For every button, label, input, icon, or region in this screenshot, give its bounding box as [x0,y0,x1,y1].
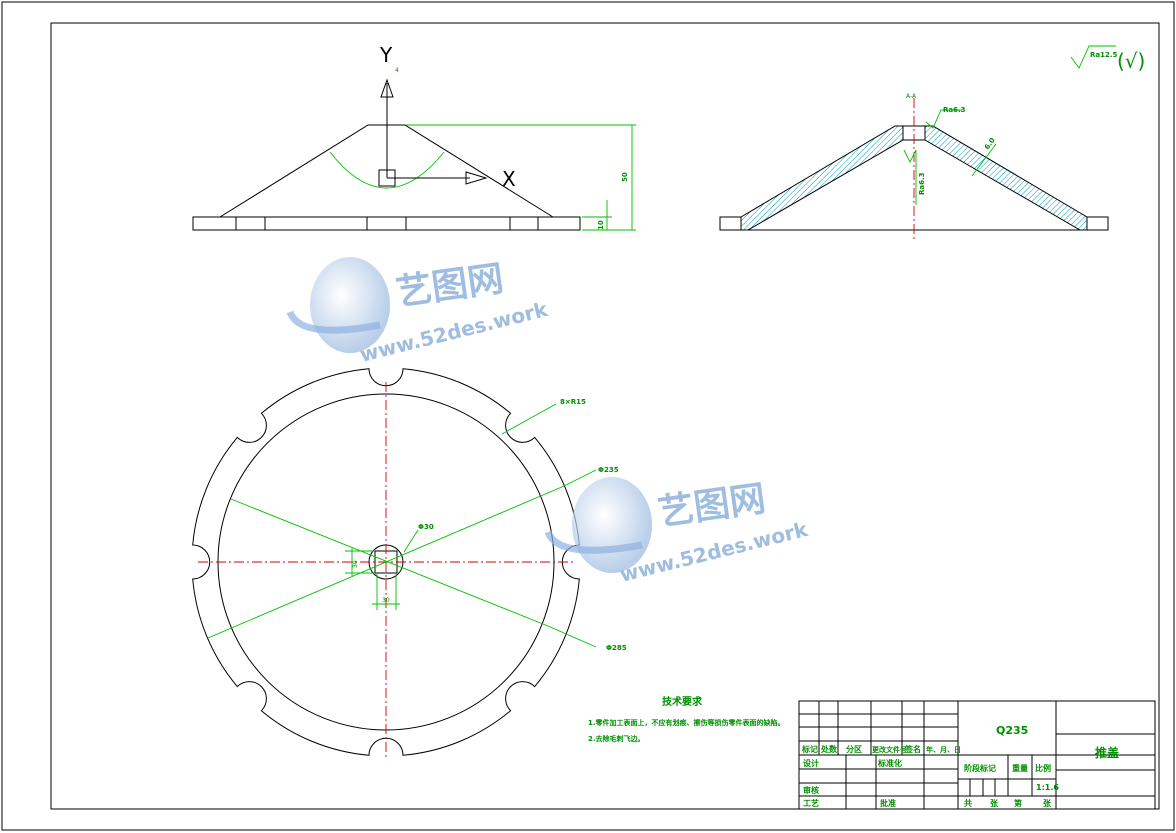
tb-signature: 签名 [904,744,921,754]
tb-weight: 重量 [1012,763,1028,773]
front-view: Y 4 X 50 10 [192,43,636,231]
section-label: A-A [906,93,917,100]
wall-thickness: 6.0 [983,136,997,151]
watermark-brand-1: 艺图网 [394,258,507,314]
tb-scale-label: 比例 [1035,763,1051,773]
left-hatched-wall [740,125,904,231]
tb-page-unit: 张 [1043,799,1052,808]
tech-req-item-2: 2.去除毛刺飞边。 [588,734,645,743]
tb-standardize: 标准化 [877,758,902,768]
tech-req-item-1: 1.零件加工表面上，不应有划痕、擦伤等损伤零件表面的缺陷。 [588,718,785,727]
notch-label: 8×R15 [560,398,586,406]
right-hatched-wall [924,125,1088,231]
technical-requirements: 技术要求 1.零件加工表面上，不应有划痕、擦伤等损伤零件表面的缺陷。 2.去除毛… [588,695,785,743]
watermark-1: 艺图网 www.52des.work [286,257,551,367]
tb-page: 第 [1014,798,1022,808]
tb-part-name: 推盖 [1095,745,1119,760]
axis-y-label: Y [379,43,393,67]
finish-other: (√) [1117,49,1145,73]
base-plate [192,216,581,231]
tb-design: 设计 [803,758,819,768]
tech-req-title: 技术要求 [662,695,703,708]
surface-finish-symbol: Ra12.5 (√) [1070,45,1145,73]
tb-material: Q235 [996,724,1028,737]
tb-count: 处数 [820,744,838,754]
tb-total: 共 [964,798,972,808]
outer-notched-ring [192,368,580,756]
dim-base: 10 [597,220,605,230]
tb-change-doc: 更改文件号 [872,745,907,754]
tb-sheet: 张 [990,799,999,808]
dim-height: 50 [621,172,629,182]
tb-date: 年、月、日 [926,745,961,754]
finish-value: Ra12.5 [1090,51,1118,59]
dim-small-label: 4 [395,67,399,74]
tb-process: 工艺 [803,798,819,808]
tb-zone: 分区 [846,744,862,754]
tb-approve: 批准 [880,798,896,808]
watermark-brand-2: 艺图网 [656,478,769,534]
tb-scale-value: 1:1.6 [1036,783,1059,792]
tb-review: 审核 [803,785,819,795]
title-block: 标记 处数 分区 更改文件号 签名 年、月、日 设计 标准化 审核 工艺 批准 … [798,700,1156,810]
bottom-dim-label: 30 [382,597,390,604]
tb-stage-mark: 阶段标记 [964,763,996,773]
inner-dia-label: Φ285 [606,644,627,652]
inner-border [50,22,1160,810]
watermark-2: 艺图网 www.52des.work [544,477,811,587]
roughness-side: Ra6.3 [918,172,926,195]
left-dim-label: 30 [352,560,359,568]
roughness-top: Ra6.3 [943,106,966,114]
plan-view: 8×R15 Φ235 Φ30 Φ285 30 30 [192,368,627,758]
axis-x-label: X [502,167,516,191]
section-view: A-A Ra6.3 Ra6.3 6.0 [719,93,1109,242]
outer-dia-label: Φ235 [598,466,619,474]
hole-dia-label: Φ30 [418,523,434,531]
tb-mark: 标记 [801,744,818,754]
